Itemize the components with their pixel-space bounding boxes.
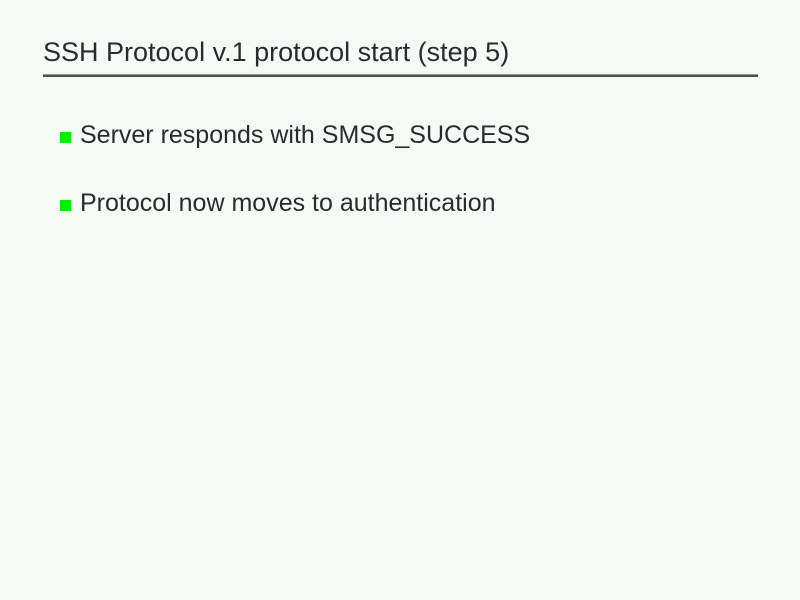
green-square-bullet-icon <box>60 200 71 211</box>
list-item-label: Server responds with SMSG_SUCCESS <box>80 121 531 149</box>
slide-title-block: SSH Protocol v.1 protocol start (step 5) <box>43 36 758 77</box>
list-item: Protocol now moves to authentication <box>60 188 760 256</box>
page-title: SSH Protocol v.1 protocol start (step 5) <box>43 37 510 67</box>
title-divider <box>43 74 758 77</box>
green-square-bullet-icon <box>60 132 71 143</box>
slide-bullet-list: Server responds with SMSG_SUCCESS Protoc… <box>60 120 760 256</box>
list-item: Server responds with SMSG_SUCCESS <box>60 120 760 188</box>
list-item-label: Protocol now moves to authentication <box>80 189 496 217</box>
